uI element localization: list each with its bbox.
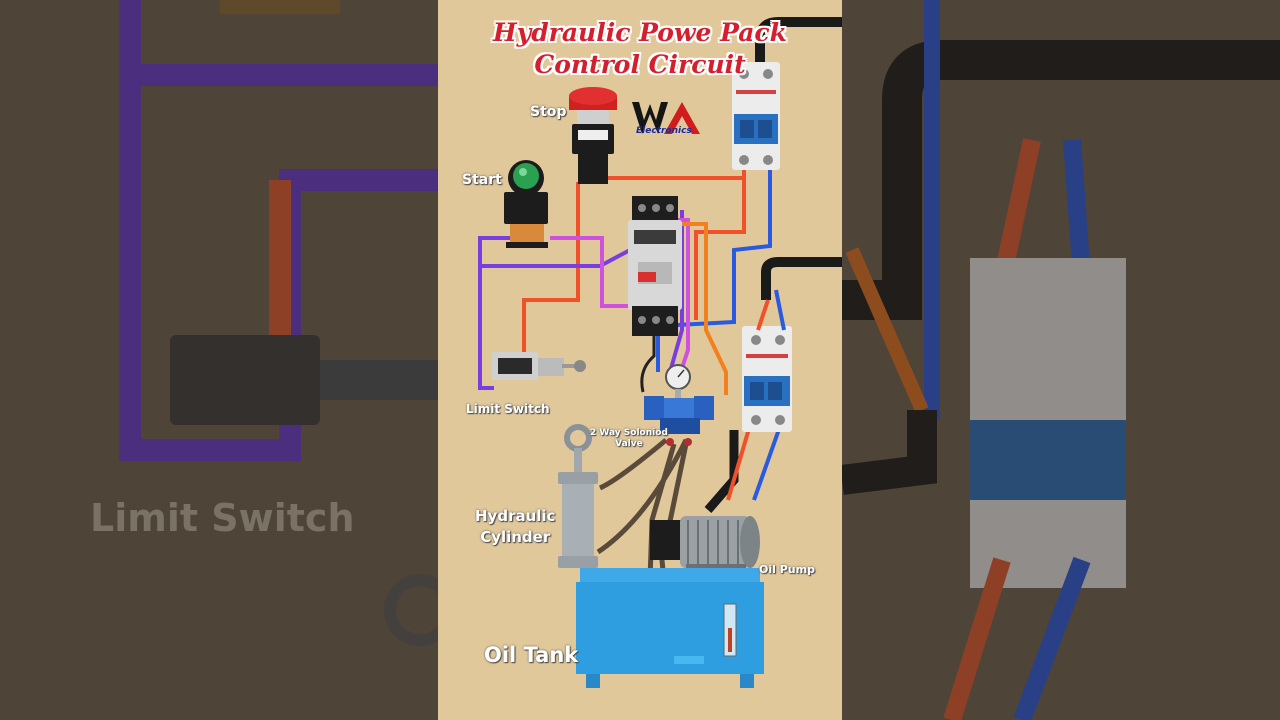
valve-label: 2 Way Soloniod Valve: [590, 428, 668, 450]
circuit-diagram: [478, 17, 842, 688]
cylinder-label-line-2: Cylinder: [480, 528, 551, 546]
mains-cable-top: [755, 17, 842, 80]
limit-switch[interactable]: [492, 352, 586, 380]
start-label: Start: [462, 172, 502, 188]
wa-electronics-logo: [632, 102, 700, 134]
title-line-2: Control Circuit: [534, 50, 746, 79]
oil-pump-motor: [650, 516, 760, 572]
start-button[interactable]: [504, 160, 548, 248]
stop-button[interactable]: [569, 87, 617, 184]
title-line-1: Hydraulic Powe Pack: [493, 18, 787, 47]
hydraulic-cylinder: [558, 424, 598, 568]
background-right-wires: [842, 0, 1280, 720]
oil-tank-label: Oil Tank: [484, 643, 579, 667]
background-limit-switch-label: Limit Switch: [90, 496, 355, 540]
valve-label-line-1: 2 Way Soloniod: [590, 428, 668, 438]
diagram-panel: Hydraulic Powe Pack Control Circuit Elec…: [438, 0, 842, 720]
valve-label-line-2: Valve: [615, 439, 643, 449]
limit-switch-label: Limit Switch: [466, 402, 550, 416]
solenoid-valve[interactable]: [644, 364, 714, 446]
stop-label: Stop: [530, 104, 567, 120]
oil-pump-label: Oil Pump: [759, 563, 815, 576]
logo-subtext: Electronics: [636, 126, 692, 136]
orange-wires: [670, 222, 728, 395]
contactor-relay: [628, 196, 682, 336]
pump-circuit-breaker[interactable]: [742, 326, 792, 432]
mains-cable-pump: [761, 257, 842, 300]
cylinder-label-line-1: Hydraulic: [475, 507, 556, 525]
background-left-blur: Limit Switch: [0, 0, 438, 720]
main-circuit-breaker[interactable]: [732, 62, 780, 170]
cylinder-label: Hydraulic Cylinder: [475, 506, 555, 548]
background-left-wires: [119, 0, 438, 646]
hydraulic-hoses: [596, 438, 689, 583]
background-right-blur: [842, 0, 1280, 720]
oil-tank: [576, 568, 764, 688]
